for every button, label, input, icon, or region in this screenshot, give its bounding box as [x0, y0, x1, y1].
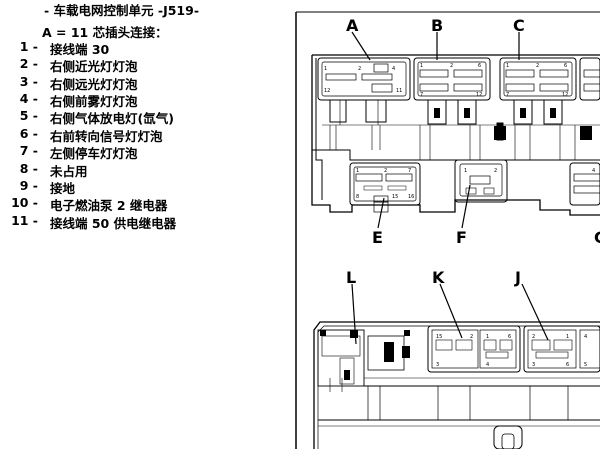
pin-label: 2 [384, 168, 387, 174]
pin-label: 4 [486, 362, 489, 368]
connector-label-J: J [514, 268, 521, 287]
pin-label: 1 [356, 168, 359, 174]
pin-label: 1 [420, 63, 423, 69]
lower-unit: 15 2 1 6 3 4 2 1 3 6 4 5 [313, 321, 600, 449]
pin-label: 6 [564, 63, 567, 69]
connector-label-B: B [431, 16, 443, 35]
pin-label: 11 [396, 88, 402, 94]
pin-label: 1 [486, 334, 489, 340]
upper-unit: 1 2 4 12 11 1 2 6 7 12 1 2 6 7 12 1 2 7 … [311, 54, 600, 216]
pin-label: 4 [592, 168, 595, 174]
pin-label: 3 [436, 362, 439, 368]
pin-label: 4 [392, 66, 395, 72]
connector-A-housing [317, 57, 411, 125]
connector-K-housing [427, 325, 521, 373]
pin-label: 7 [506, 92, 509, 98]
pin-label: 1 [566, 334, 569, 340]
pin-label: 1 [464, 168, 467, 174]
pin-label: 15 [436, 334, 442, 340]
connector-E-housing [349, 162, 421, 213]
upper-leaders [351, 31, 520, 229]
pin-label: 2 [450, 63, 453, 69]
pin-label: 12 [562, 92, 568, 98]
pin-label: 5 [584, 362, 587, 368]
pin-label: 15 [392, 194, 398, 200]
pin-label: 2 [358, 66, 361, 72]
connector-label-L: L [346, 268, 356, 287]
pin-label: 3 [532, 362, 535, 368]
connector-label-K: K [432, 268, 445, 287]
pin-label: 8 [356, 194, 359, 200]
connector-F-housing [454, 159, 508, 203]
pin-label: 2 [494, 168, 497, 174]
pin-label: 6 [508, 334, 511, 340]
connector-label-E: E [372, 228, 383, 247]
pin-label: 2 [536, 63, 539, 69]
pin-label: 7 [408, 168, 411, 174]
pin-label: 1 [324, 66, 327, 72]
pin-label: 12 [324, 88, 330, 94]
pin-label: 12 [476, 92, 482, 98]
connector-label-G: G [594, 228, 600, 247]
connector-C-housing [499, 57, 600, 125]
connector-L-housing [317, 329, 365, 387]
pin-label: 6 [478, 63, 481, 69]
connector-B-housing [413, 57, 504, 141]
connector-label-A: A [346, 16, 359, 35]
connector-label-F: F [456, 228, 467, 247]
legend-subtitle: A = 11 芯插头连接： [42, 25, 168, 40]
pin-label: 2 [470, 334, 473, 340]
connector-label-C: C [513, 16, 525, 35]
pin-label: 2 [532, 334, 535, 340]
connector-G-housing [569, 162, 600, 206]
pin-label: 7 [420, 92, 423, 98]
lower-leaders [351, 283, 549, 345]
pin-label: 4 [584, 334, 587, 340]
legend-title: - 车载电网控制单元 -J519- [44, 3, 200, 18]
pin-label: 6 [566, 362, 569, 368]
legend: - 车载电网控制单元 -J519- A = 11 芯插头连接： 1 -接线端 3… [0, 0, 290, 449]
pin-label: 16 [408, 194, 414, 200]
connector-J-housing [523, 325, 600, 373]
pin-label: 1 [506, 63, 509, 69]
